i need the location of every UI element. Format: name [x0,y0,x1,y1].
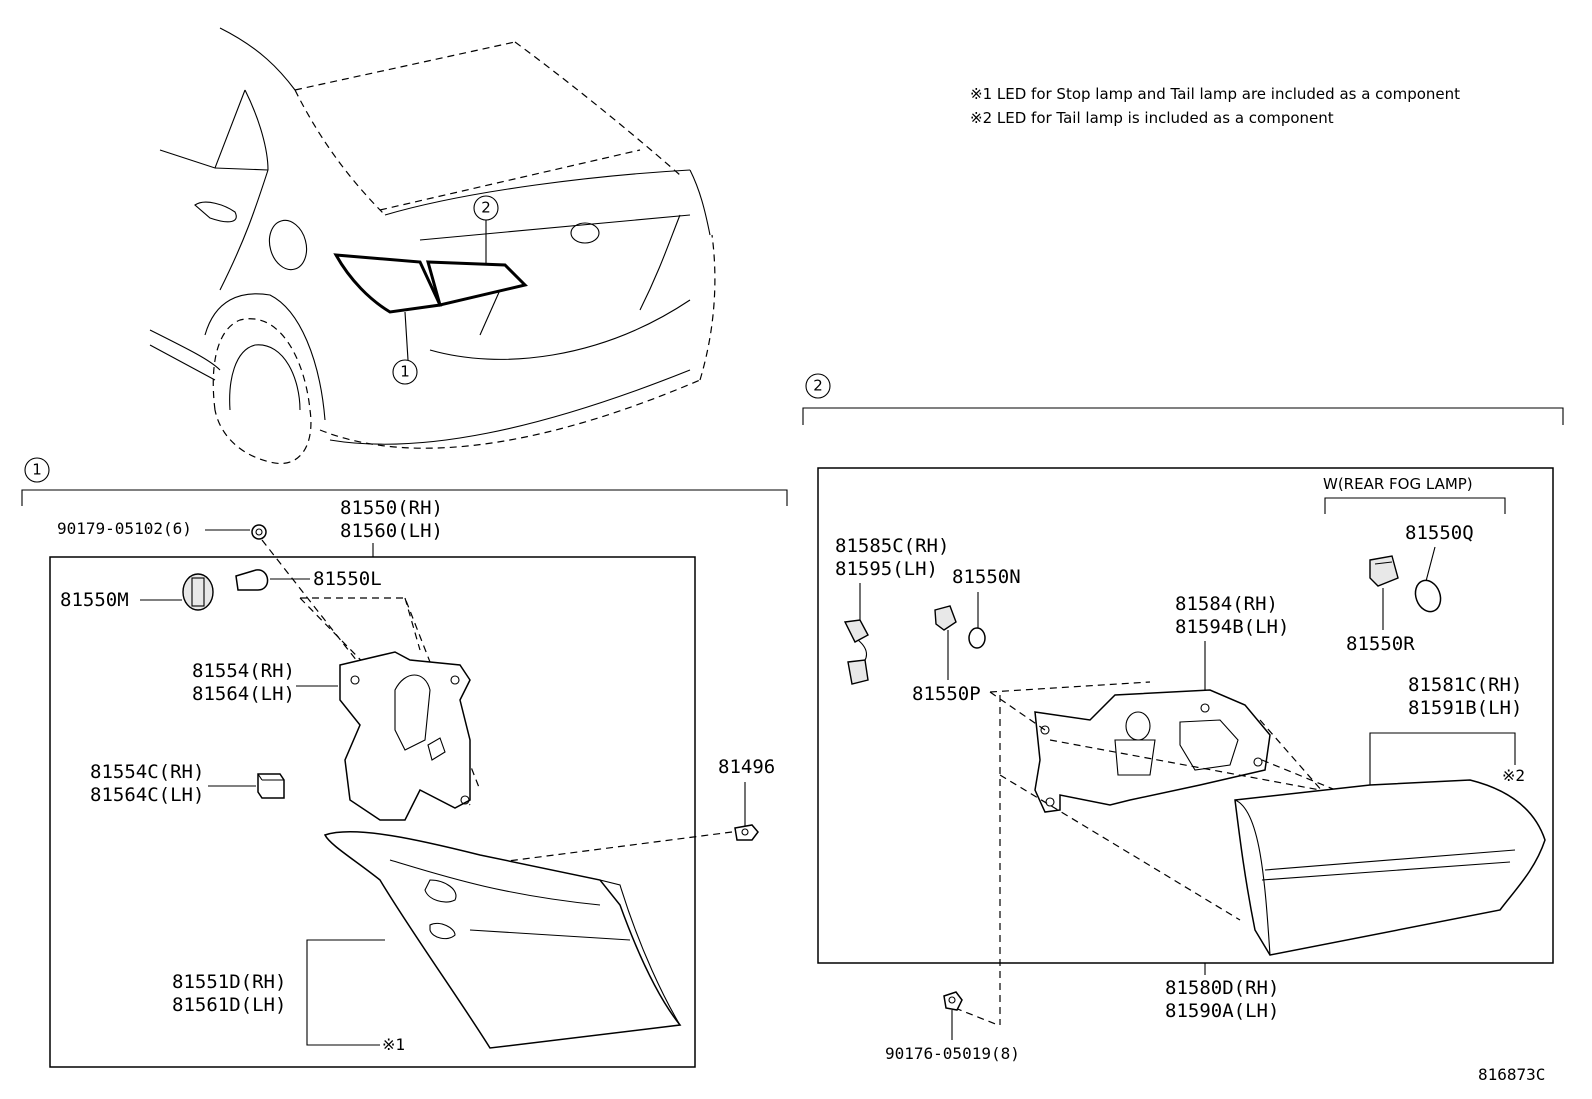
screw-90176-icon [943,991,963,1011]
nut-81496-icon [734,824,759,841]
label-wire-rh-2: 81585C(RH) [835,535,949,557]
label-gasket-lh-2: 81594B(LH) [1175,616,1289,638]
label-lens-rh-2: 81581C(RH) [1408,674,1522,696]
lens-81551D-icon [323,831,682,1049]
socket-81550M-icon [182,573,214,611]
socket-81550R-icon [1369,555,1399,587]
label-lens-rh-1: 81551D(RH) [172,971,286,993]
label-wire-lh-2: 81595(LH) [835,558,938,580]
label-pad-lh-1: 81564C(LH) [90,784,204,806]
wire-81585C-icon [843,619,869,685]
label-bulb-81550N: 81550N [952,566,1021,588]
gasket-81554-icon [339,651,471,821]
label-note-ref-2: ※2 [1502,766,1525,785]
figure-code: 816873C [1478,1065,1545,1084]
socket-81550P-icon [934,605,957,631]
label-screw-90176: 90176-05019(8) [885,1044,1020,1063]
label-lamp-lh-2: 81590A(LH) [1165,1000,1279,1022]
bulb-81550Q-icon [1414,579,1442,613]
label-socket-81550P: 81550P [912,683,981,705]
section-1-rear-combination-lamp: 1 81550(RH) 81560(LH) 90179-05102(6) 815… [21,457,788,1068]
label-bulb-81550L: 81550L [313,568,382,590]
label-lamp-rh-2: 81580D(RH) [1165,977,1279,999]
bulb-81550N-icon [968,627,986,649]
section-2-number: 2 [813,377,823,395]
screw-90179-icon [251,524,267,540]
gasket-81584-icon [1034,689,1271,813]
note-1: ※1 LED for Stop lamp and Tail lamp are i… [970,85,1460,103]
pad-81554C-icon [257,773,285,799]
label-gasket-lh-1: 81564(LH) [192,683,295,705]
label-bulb-81550Q: 81550Q [1405,522,1474,544]
label-nut-81496: 81496 [718,756,775,778]
label-lamp-lh-1: 81560(LH) [340,520,443,542]
label-screw-90179: 90179-05102(6) [57,519,192,538]
lens-81581C-icon [1234,779,1546,956]
note-2: ※2 LED for Tail lamp is included as a co… [970,109,1334,127]
label-gasket-rh-1: 81554(RH) [192,660,295,682]
callout-1-label: 1 [400,363,410,381]
label-note-ref-1: ※1 [382,1035,405,1054]
section-2-rear-lamp: 2 W(REAR FOG LAMP) 81585C(RH) 81595(LH) … [802,373,1564,1063]
label-gasket-rh-2: 81584(RH) [1175,593,1278,615]
label-pad-rh-1: 81554C(RH) [90,761,204,783]
callout-2-label: 2 [481,199,491,217]
label-lens-lh-2: 81591B(LH) [1408,697,1522,719]
label-socket-81550M: 81550M [60,589,129,611]
label-socket-81550R: 81550R [1346,633,1415,655]
car-rear-illustration: 2 1 [149,27,716,465]
label-lens-lh-1: 81561D(LH) [172,994,286,1016]
section-2-frame [817,467,1554,964]
section-1-number: 1 [32,461,42,479]
label-lamp-rh-1: 81550(RH) [340,497,443,519]
bulb-81550L-icon [235,569,269,591]
label-rear-fog-lamp: W(REAR FOG LAMP) [1323,475,1473,493]
